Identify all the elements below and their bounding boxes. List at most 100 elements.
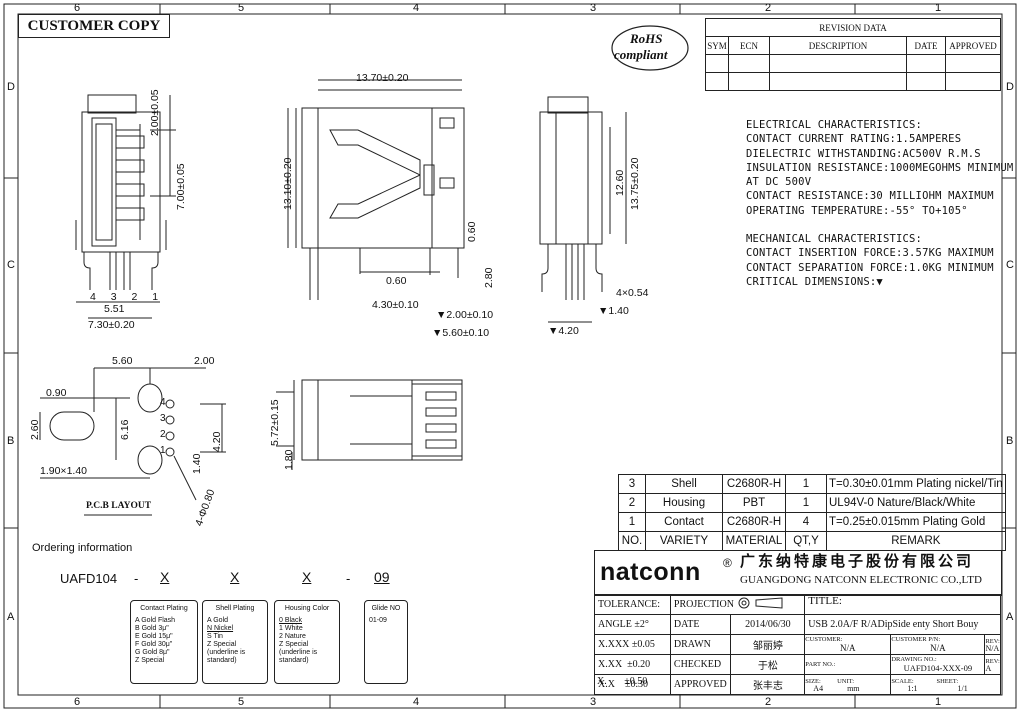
angle-tolerance: ANGLE ±2° (594, 614, 671, 635)
customer-copy-label: CUSTOMER COPY (18, 14, 170, 38)
dim-200: ▼2.00±0.10 (436, 309, 494, 321)
approved-label: APPROVED (669, 674, 732, 695)
cpn-label: CUSTOMER P/N: (891, 636, 941, 643)
contact-plating-option: G Gold 8μ" (135, 649, 170, 656)
tol-x-dot: X. ±0.50 (597, 677, 647, 687)
zone-top-4: 4 (413, 2, 420, 14)
electrical-line: INSULATION RESISTANCE:1000MEGOHMS MINIMU… (746, 161, 1014, 174)
bom-material: PBT (722, 493, 786, 513)
dim-pcb-420: 4.20 (211, 431, 223, 452)
dim-front-a: 2.00±0.05 (149, 89, 161, 136)
date-value: 2014/06/30 (730, 614, 806, 635)
dim-pcb-200: 2.00 (194, 355, 215, 367)
contact-plating-option: B Gold 3μ" (135, 625, 169, 632)
ordering-x-contact: X (160, 569, 170, 585)
shell-plating-box: Shell Plating A Gold N Nickel S Tin Z Sp… (202, 600, 268, 684)
tol-x-label: X.X (598, 679, 615, 690)
shell-plating-option: N Nickel (207, 625, 234, 632)
tol-xxx: X.XXX ±0.05 (594, 634, 671, 655)
company-name-cn: 广东纳特康电子股份有限公司 (740, 554, 975, 570)
zone-left-c: C (7, 259, 15, 271)
rohs-text-1: RoHS (630, 31, 663, 46)
zone-top-1: 1 (935, 2, 942, 14)
dim-side-height: 13.10±0.20 (282, 157, 294, 210)
bom-remark: T=0.30±0.01mm Plating nickel/Tin (826, 474, 1006, 494)
projection-cell: PROJECTION (669, 594, 806, 615)
dim-280: 2.80 (483, 267, 495, 288)
bom-row: 3 Shell C2680R-H 1 T=0.30±0.01mm Plating… (618, 474, 1006, 494)
bom-no: 1 (618, 512, 646, 532)
dim-560: ▼5.60±0.10 (432, 327, 490, 339)
scale-label: SCALE: (891, 677, 914, 685)
revision-table: REVISION DATA SYM ECN DESCRIPTION DATE A… (705, 18, 1001, 91)
bom-no: 3 (618, 474, 646, 494)
bom-qty: 1 (785, 493, 827, 513)
rev-col-ecn: ECN (728, 36, 770, 55)
bom-header-material: MATERIAL (722, 531, 786, 551)
natconn-logo: natconn (600, 558, 701, 586)
rohs-text-2: compliant (614, 47, 668, 62)
bom-qty: 1 (785, 474, 827, 494)
ordering-x-housing: X (302, 569, 312, 585)
bom-material: C2680R-H (722, 474, 786, 494)
bottom-view (276, 379, 463, 470)
electrical-line: AT DC 500V (746, 176, 812, 189)
housing-color-box: Housing Color 0 Black 1 White 2 Nature Z… (274, 600, 340, 684)
electrical-line: CONTACT RESISTANCE:30 MILLIOHM MAXIMUM (746, 190, 994, 203)
tol-xx-value: ±0.20 (627, 659, 651, 670)
title-cell: TITLE: (804, 594, 1001, 615)
size-value: A4 (813, 683, 824, 693)
bom-variety: Contact (645, 512, 723, 532)
size-unit-labels: SIZE: UNIT: (805, 678, 890, 685)
shell-plating-option: A Gold (207, 617, 229, 624)
zone-bottom-2: 2 (765, 696, 772, 708)
zone-bottom-6: 6 (74, 696, 81, 708)
size-label: SIZE: (805, 677, 821, 685)
dim-front-c: 5.51 (104, 303, 125, 315)
tol-xxx-value: ±0.05 (631, 639, 655, 650)
zone-bottom-3: 3 (590, 696, 597, 708)
zone-top-2: 2 (765, 2, 772, 14)
bom-no: 2 (618, 493, 646, 513)
date-label: DATE (669, 614, 732, 635)
contact-plating-title: Contact Plating (140, 605, 188, 612)
zone-bottom-4: 4 (413, 696, 420, 708)
unit-value: mm (847, 683, 860, 693)
mechanical-line: CONTACT INSERTION FORCE:3.57KG MAXIMUM (746, 247, 994, 260)
scale-sheet-cell: SCALE: SHEET: 1:1 1/1 (890, 674, 1001, 695)
drawn-value: 邹丽婷 (730, 634, 806, 655)
zone-bottom-5: 5 (238, 696, 245, 708)
bom-variety: Housing (645, 493, 723, 513)
cpn-cell: CUSTOMER P/N:N/A (890, 634, 986, 655)
bom-material: C2680R-H (722, 512, 786, 532)
contact-plating-option: F Gold 30μ" (135, 641, 173, 648)
rev-col-sym: SYM (705, 36, 729, 55)
tol-x-dot-value: ±0.50 (624, 676, 648, 687)
dim-pcb-140: 1.40 (191, 453, 203, 474)
unit-label: UNIT: (837, 677, 855, 685)
pcb-pin-1: 1 (160, 445, 166, 456)
drawing-no-cell: DRAWING NO.:UAFD104-XXX-09 (890, 654, 986, 675)
drawing-no-value: UAFD104-XXX-09 (903, 663, 973, 673)
projection-label: PROJECTION (673, 598, 734, 610)
cpn-value: N/A (930, 643, 946, 653)
side-view (287, 79, 465, 300)
customer-cell: CUSTOMER:N/A (804, 634, 892, 655)
dim-pcb-260: 2.60 (29, 419, 41, 440)
tol-xx: X.XX ±0.20 (594, 654, 671, 675)
tolerance-label: TOLERANCE: (594, 594, 671, 615)
dim-pcb-560: 5.60 (112, 355, 133, 367)
zone-bottom-1: 1 (935, 696, 942, 708)
electrical-heading: ELECTRICAL CHARACTERISTICS: (746, 119, 923, 131)
rev-cell-2: REV:A (984, 654, 1001, 675)
contact-plating-box: Contact Plating A Gold Flash B Gold 3μ" … (130, 600, 198, 684)
checked-value: 于松 (730, 654, 806, 675)
pcb-pin-3: 3 (160, 413, 166, 424)
bom-header-qty: QT,Y (785, 531, 827, 551)
glide-title: Glide NO (371, 605, 401, 612)
zone-top-5: 5 (238, 2, 245, 14)
rev-cell-1: REV:N/A (984, 634, 1001, 655)
electrical-line: OPERATING TEMPERATURE:-55° TO+105° (746, 204, 968, 217)
approved-value: 张丰志 (730, 674, 806, 695)
dim-pcb-090: 0.90 (46, 387, 67, 399)
